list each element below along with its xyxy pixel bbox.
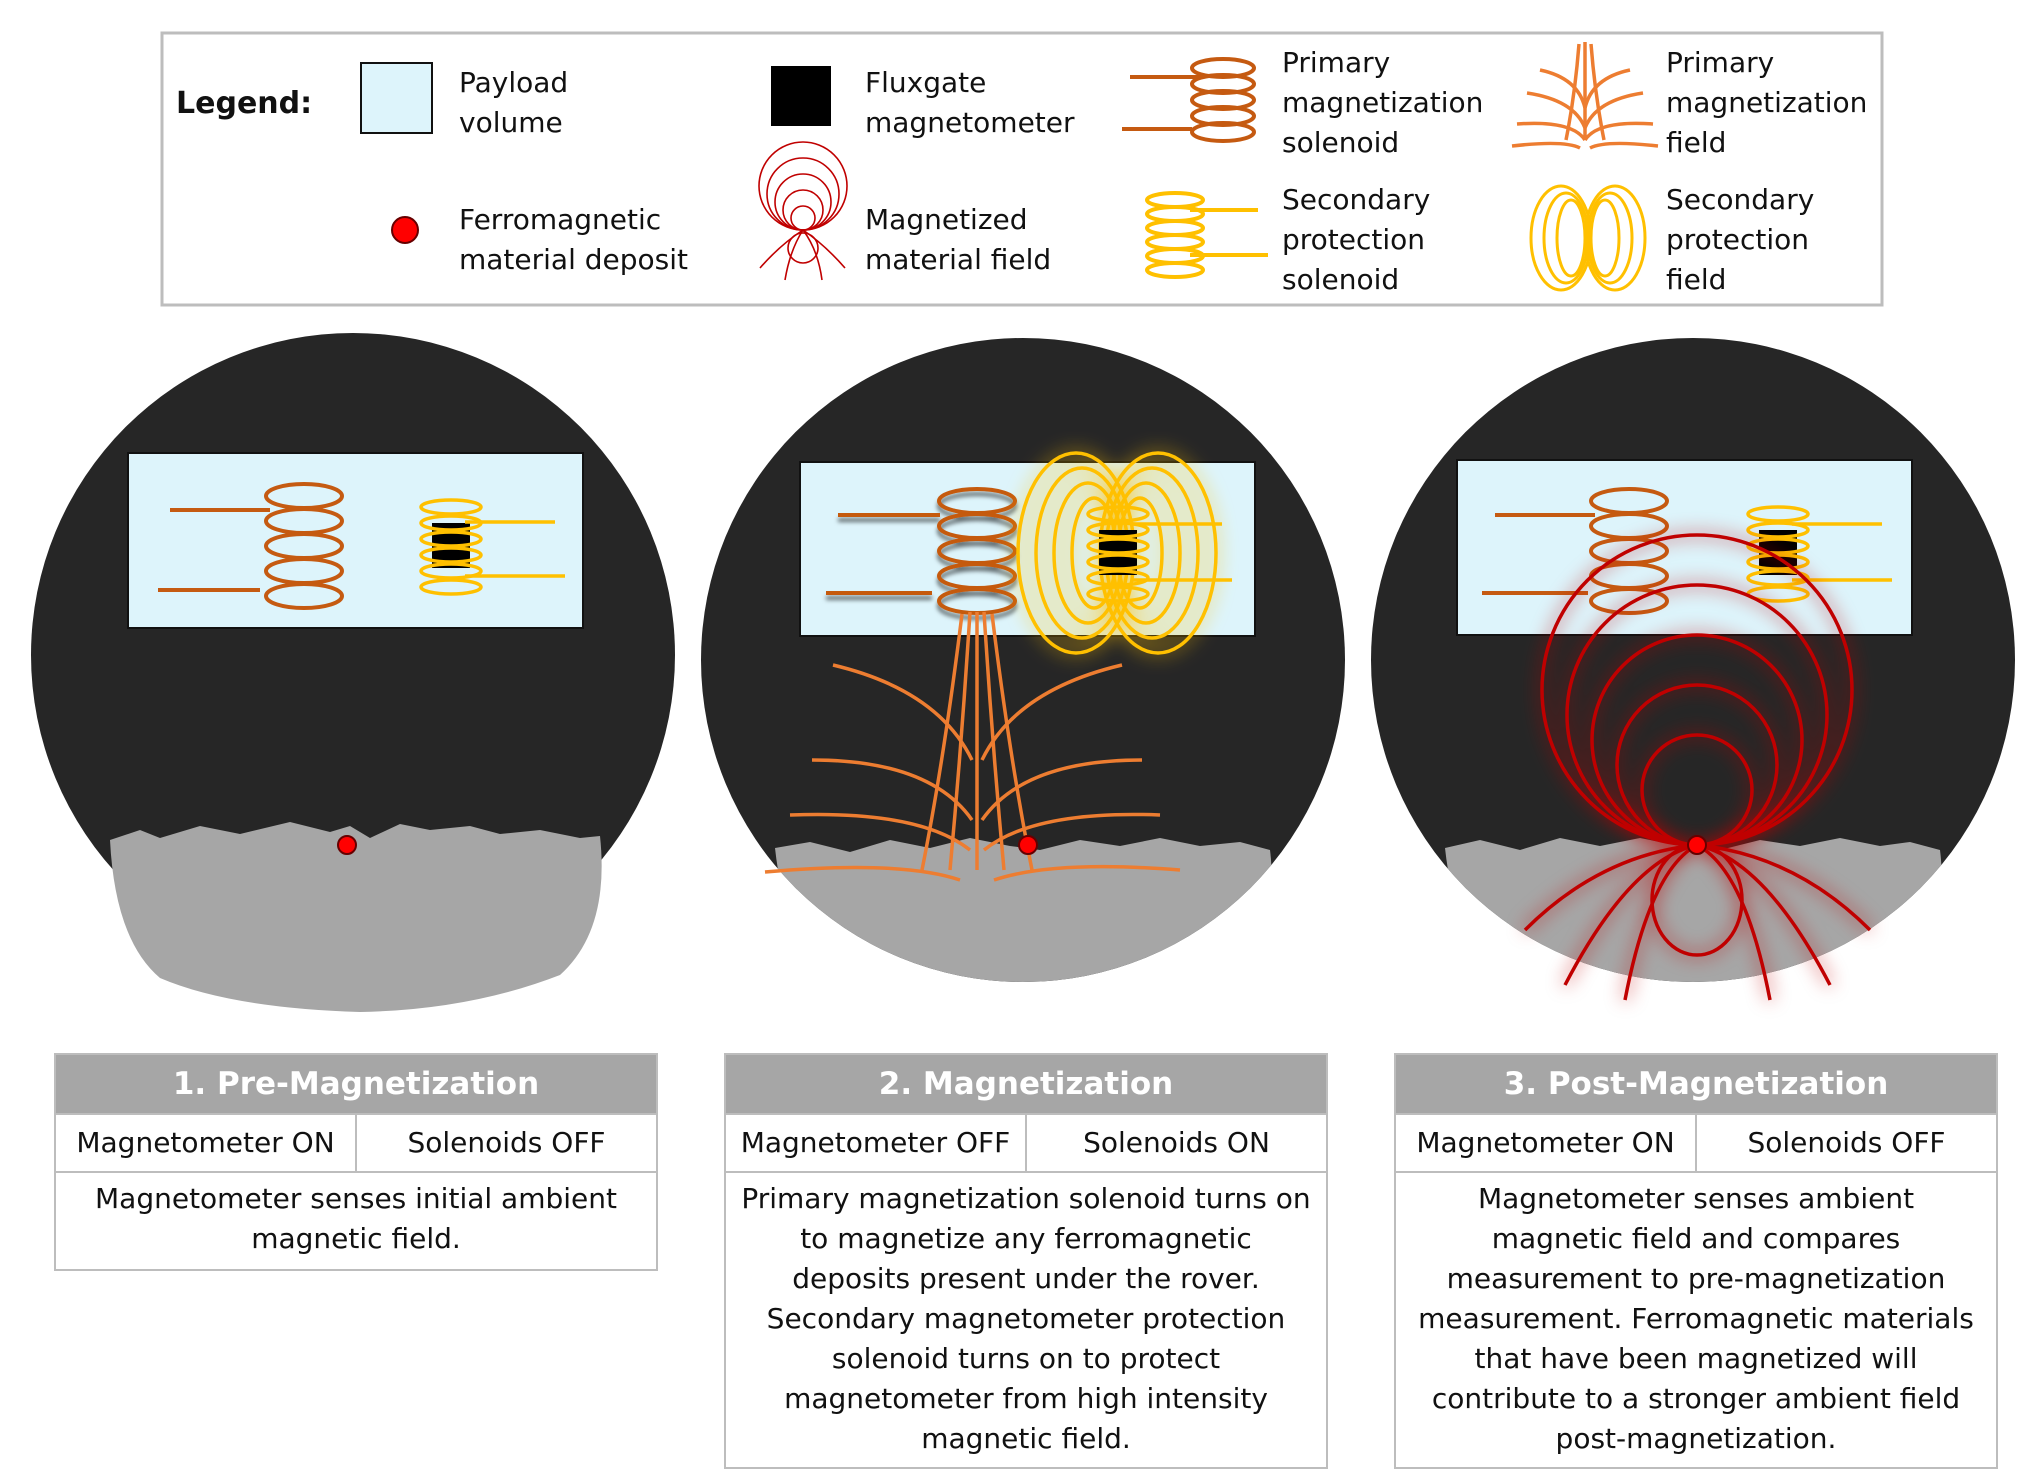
material-field-icon [758, 141, 848, 281]
legend-label-primary-field: Primary magnetization field [1666, 46, 1867, 159]
legend-label-line: field [1666, 126, 1726, 159]
secondary-field-icon [1529, 184, 1647, 292]
legend-label-line: Magnetized [865, 203, 1028, 236]
legend-title: Legend: [176, 86, 312, 121]
primary-solenoid [158, 482, 344, 610]
stage-status-row: Magnetometer OFF Solenoids ON [726, 1113, 1326, 1173]
stage-title: 3. Post-Magnetization [1396, 1055, 1996, 1113]
legend-label-line: solenoid [1282, 263, 1399, 296]
primary-solenoid [1482, 487, 1669, 615]
legend-label-line: solenoid [1282, 126, 1399, 159]
stage-description: Magnetometer senses ambient magnetic fie… [1418, 1182, 1974, 1455]
legend-labels: Payload volume Fluxgate magnetometer Primary… [459, 46, 1867, 296]
ferromagnetic-deposit [1687, 835, 1707, 855]
stage-table-magnetization: 2. Magnetization Magnetometer OFF Soleno… [724, 1053, 1328, 1469]
panel-post-magnetization [1371, 338, 2015, 1001]
legend-label-line: volume [459, 106, 563, 139]
stage-status-row: Magnetometer ON Solenoids OFF [1396, 1113, 1996, 1173]
primary-solenoid [826, 487, 1017, 615]
legend-label-line: magnetometer [865, 106, 1075, 139]
legend-label-line: material field [865, 243, 1051, 276]
secondary-solenoid [419, 498, 565, 596]
magnetometer-status: Magnetometer ON [76, 1126, 335, 1159]
magnetometer-status: Magnetometer ON [1416, 1126, 1675, 1159]
solenoid-status: Solenoids OFF [1695, 1115, 1996, 1171]
legend-label-line: Secondary [1666, 183, 1814, 216]
legend-label-line: Ferromagnetic [459, 203, 661, 236]
solenoid-status: Solenoids OFF [355, 1115, 656, 1171]
legend-label-line: Primary [1282, 46, 1390, 79]
legend-label-deposit: Ferromagnetic material deposit [459, 203, 688, 276]
legend-label-line: Payload [459, 66, 568, 99]
panel-pre-magnetization [31, 333, 675, 1012]
stage-title: 1. Pre-Magnetization [56, 1055, 656, 1113]
stage-description: Magnetometer senses initial ambient magn… [95, 1182, 617, 1255]
ground-terrain [110, 822, 602, 1012]
fluxgate-magnetometer-icon [771, 66, 831, 126]
magnetized-material-field [1523, 533, 1872, 1001]
stage-table-pre-magnetization: 1. Pre-Magnetization Magnetometer ON Sol… [54, 1053, 658, 1271]
legend-label-line: Secondary [1282, 183, 1430, 216]
legend-label-payload-volume: Payload volume [459, 66, 568, 139]
primary-field-icon [1511, 42, 1659, 150]
payload-volume-swatch [360, 62, 433, 134]
legend-label-line: magnetization [1666, 86, 1867, 119]
legend-label-line: Primary [1666, 46, 1774, 79]
legend: Legend: [160, 31, 1884, 307]
deposit-dot-icon [391, 216, 419, 244]
ferromagnetic-deposit [337, 835, 357, 855]
primary-solenoid-icon [1122, 57, 1256, 143]
legend-label-line: material deposit [459, 243, 688, 276]
legend-label-line: magnetization [1282, 86, 1483, 119]
legend-label-secondary-field: Secondary protection field [1666, 183, 1814, 296]
legend-label-line: field [1666, 263, 1726, 296]
legend-label-line: protection [1666, 223, 1809, 256]
payload-volume [1456, 459, 1913, 636]
stage-status-row: Magnetometer ON Solenoids OFF [56, 1113, 656, 1173]
magnetometer-status: Magnetometer OFF [740, 1126, 1011, 1159]
stage-title: 2. Magnetization [726, 1055, 1326, 1113]
stage-description: Primary magnetization solenoid turns on … [741, 1182, 1311, 1455]
legend-label-secondary-solenoid: Secondary protection solenoid [1282, 183, 1430, 296]
legend-label-line: protection [1282, 223, 1425, 256]
legend-label-line: Fluxgate [865, 66, 986, 99]
panel-magnetization [701, 338, 1345, 982]
ferromagnetic-deposit [1018, 835, 1038, 855]
payload-volume [127, 452, 584, 629]
stage-table-post-magnetization: 3. Post-Magnetization Magnetometer ON So… [1394, 1053, 1998, 1469]
solenoid-status: Solenoids ON [1025, 1115, 1326, 1171]
legend-label-primary-solenoid: Primary magnetization solenoid [1282, 46, 1483, 159]
legend-label-material-field: Magnetized material field [865, 203, 1051, 276]
ground-terrain [775, 838, 1272, 982]
secondary-solenoid [1086, 505, 1232, 603]
legend-label-fluxgate-magnetometer: Fluxgate magnetometer [865, 66, 1075, 139]
secondary-solenoid-icon [1145, 191, 1268, 279]
